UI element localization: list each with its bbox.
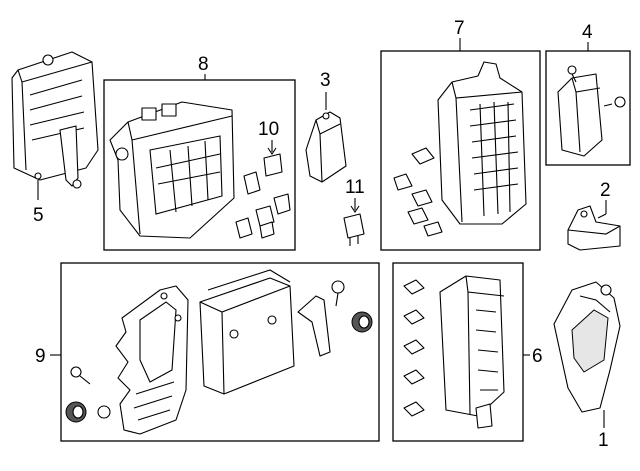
callout-2: 2 xyxy=(600,180,611,201)
part-8-junction-block xyxy=(109,101,235,239)
group-box-8 xyxy=(103,79,296,251)
part-9-grommets xyxy=(65,280,373,423)
part-6-terminals xyxy=(403,279,425,417)
part-10-relay xyxy=(263,153,283,177)
part-1-cover xyxy=(553,281,621,413)
arrow-11 xyxy=(350,205,360,213)
part-7-fuse-box xyxy=(437,61,527,225)
callout-7: 7 xyxy=(454,18,465,39)
part-11-relay xyxy=(343,213,365,246)
part-9-brace xyxy=(297,295,331,357)
part-9-module xyxy=(199,269,295,395)
part-6-junction-block xyxy=(439,275,505,429)
callout-9: 9 xyxy=(35,346,46,367)
callout-6: 6 xyxy=(532,346,543,367)
part-7-fuses xyxy=(393,147,443,237)
group-box-6 xyxy=(392,262,524,442)
callout-5: 5 xyxy=(33,205,44,226)
part-8-relays xyxy=(235,171,291,239)
callout-10: 10 xyxy=(258,119,279,140)
part-4-bracket-module xyxy=(557,65,626,157)
callout-4: 4 xyxy=(582,22,593,43)
arrow-10 xyxy=(267,147,277,155)
callout-11: 11 xyxy=(345,177,365,198)
group-box-9 xyxy=(60,262,380,442)
part-2-sensor xyxy=(567,205,621,251)
part-5-control-module xyxy=(11,51,99,189)
callout-3: 3 xyxy=(320,70,331,91)
callout-1: 1 xyxy=(598,430,609,451)
arrow-2 xyxy=(597,213,607,219)
callout-8: 8 xyxy=(198,54,209,75)
part-9-bracket xyxy=(115,285,189,435)
part-3-module xyxy=(305,111,347,183)
